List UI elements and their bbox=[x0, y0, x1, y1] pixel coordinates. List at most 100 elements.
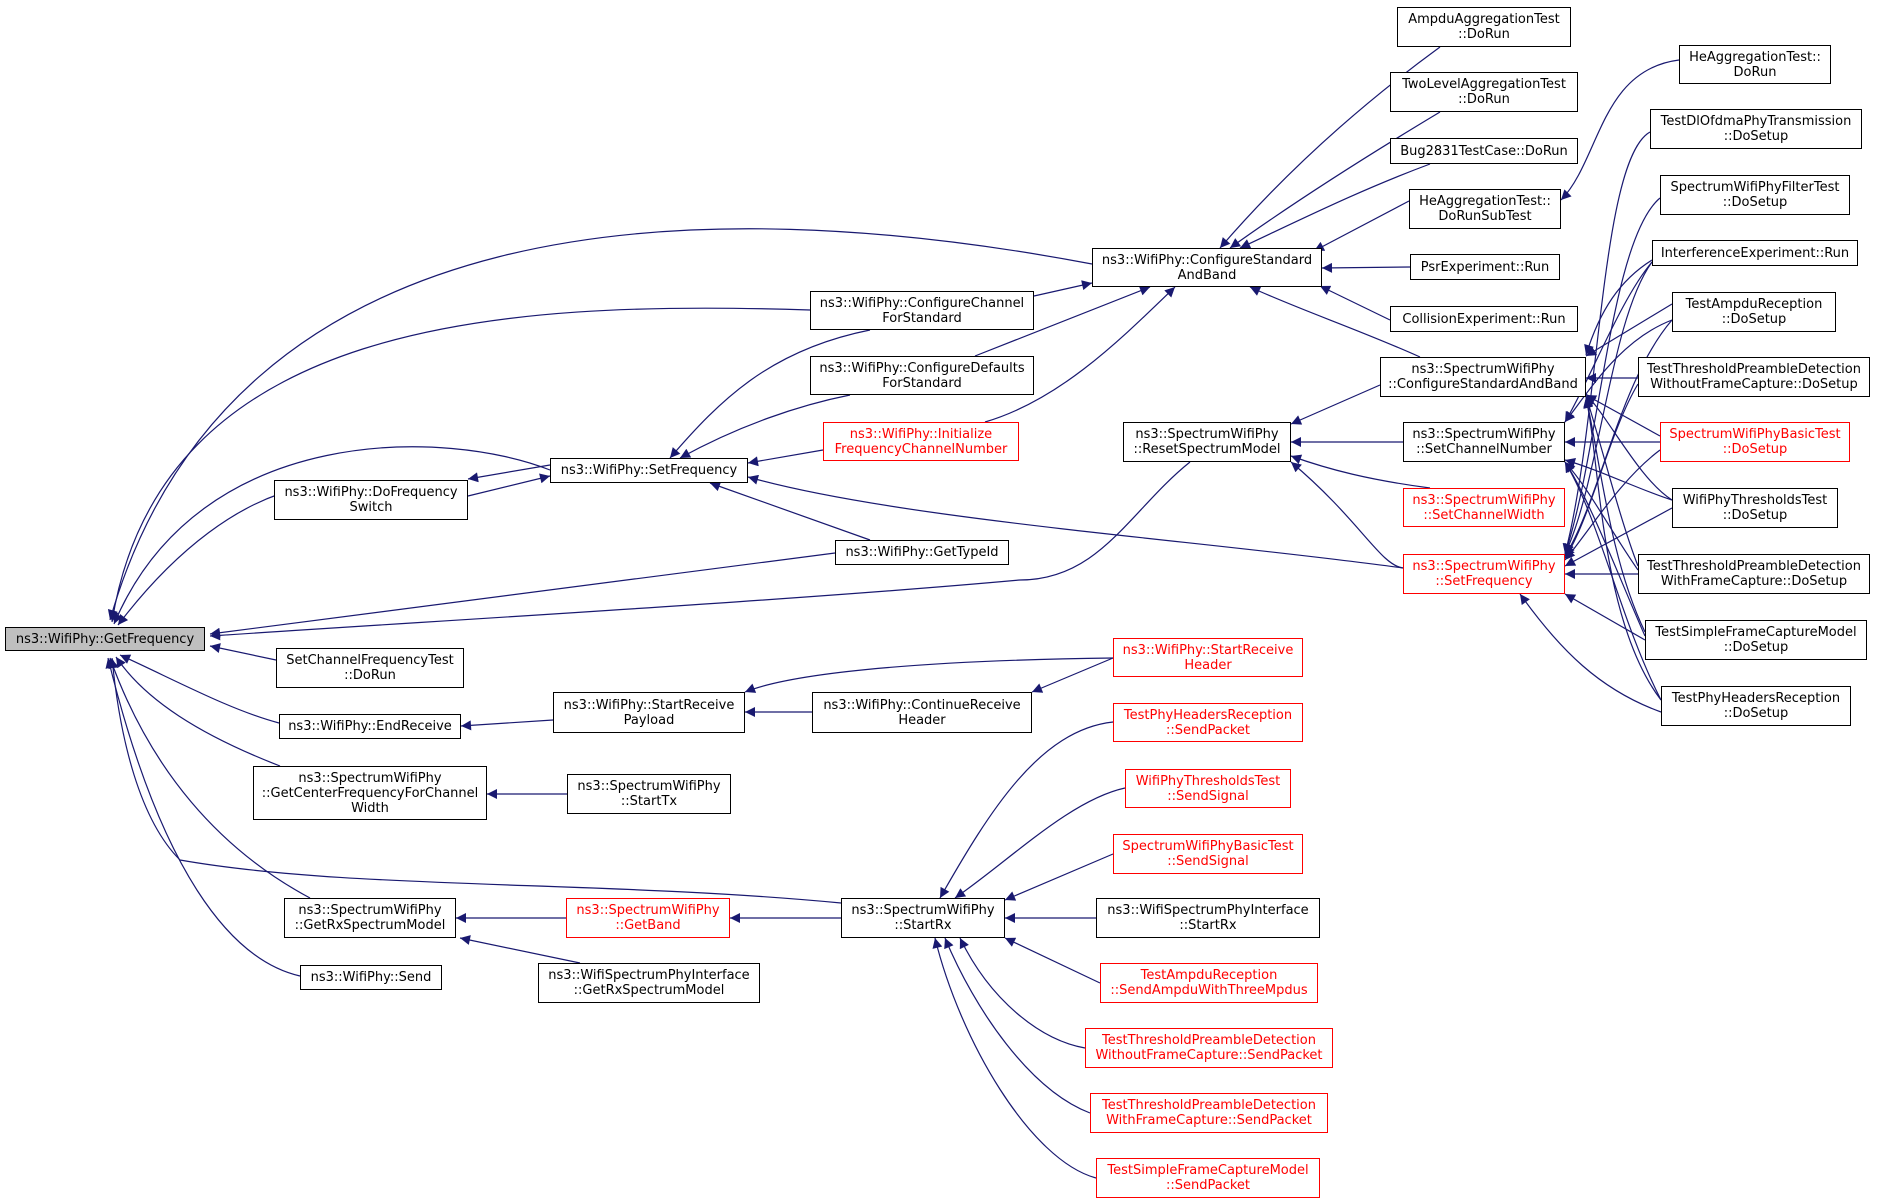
node-thresh[interactable]: WifiPhyThresholdsTest ::DoSetup bbox=[1672, 488, 1838, 528]
e-reset-getfreq bbox=[209, 461, 1191, 641]
e-filter-ssetfreq bbox=[1563, 197, 1661, 555]
node-send[interactable]: ns3::WifiPhy::Send bbox=[300, 965, 442, 990]
node-gettype[interactable]: ns3::WifiPhy::GetTypeId bbox=[835, 540, 1009, 565]
e-starthdr-contrx bbox=[1031, 657, 1114, 693]
node-getrxsm[interactable]: ns3::SpectrumWifiPhy ::GetRxSpectrumMode… bbox=[284, 898, 456, 938]
e-phyhdr-ssetfreq bbox=[1519, 593, 1662, 713]
e-setfreq-dofreq bbox=[467, 464, 551, 483]
node-ssetfreq[interactable]: ns3::SpectrumWifiPhy ::SetFrequency bbox=[1403, 554, 1565, 594]
e-startpl-endrx bbox=[460, 719, 554, 731]
node-filter[interactable]: SpectrumWifiPhyFilterTest ::DoSetup bbox=[1660, 175, 1850, 215]
e-cfgstd-getfreq bbox=[107, 228, 1093, 621]
e-starthdr-startpl bbox=[744, 657, 1114, 693]
e-phyhdr-scfgstd bbox=[1583, 397, 1662, 701]
node-thrwsend[interactable]: TestThresholdPreambleDetection WithFrame… bbox=[1090, 1093, 1328, 1133]
e-basic-scfgstd bbox=[1585, 394, 1661, 437]
e-coll-cfgstd bbox=[1319, 285, 1391, 321]
e-herun-hesub bbox=[1560, 59, 1680, 201]
e-ssetwidth-reset bbox=[1290, 454, 1431, 489]
node-ampdu[interactable]: AmpduAggregationTest ::DoRun bbox=[1397, 7, 1571, 47]
node-getcenter[interactable]: ns3::SpectrumWifiPhy ::GetCenterFrequenc… bbox=[253, 766, 487, 820]
e-simple-scfgstd bbox=[1583, 396, 1646, 633]
node-twolevel[interactable]: TwoLevelAggregationTest ::DoRun bbox=[1390, 72, 1578, 112]
e-simple-ssetchan bbox=[1564, 461, 1646, 637]
node-interf[interactable]: InterferenceExperiment::Run bbox=[1652, 240, 1858, 266]
e-initfreq-setfreq bbox=[747, 449, 824, 467]
node-hdrsend[interactable]: TestPhyHeadersReception ::SendPacket bbox=[1113, 703, 1303, 742]
e-simplesend-startrx bbox=[932, 937, 1097, 1179]
e-scfgstd-cfgstd bbox=[1249, 286, 1421, 358]
node-setfreq[interactable]: ns3::WifiPhy::SetFrequency bbox=[550, 458, 748, 483]
node-phyhdr[interactable]: TestPhyHeadersReception ::DoSetup bbox=[1661, 686, 1851, 726]
e-thresh-scfgstd bbox=[1585, 393, 1673, 501]
node-ifrxsm[interactable]: ns3::WifiSpectrumPhyInterface ::GetRxSpe… bbox=[538, 963, 760, 1003]
node-cfgstd[interactable]: ns3::WifiPhy::ConfigureStandard AndBand bbox=[1092, 248, 1322, 287]
node-thrsig[interactable]: WifiPhyThresholdsTest ::SendSignal bbox=[1125, 769, 1291, 808]
e-getrxsm-getfreq bbox=[108, 657, 311, 899]
e-interf-ssetchan bbox=[1564, 261, 1653, 423]
node-initfreq[interactable]: ns3::WifiPhy::Initialize FrequencyChanne… bbox=[823, 422, 1019, 461]
e-ampdusend-startrx bbox=[1004, 937, 1101, 984]
node-getband[interactable]: ns3::SpectrumWifiPhy ::GetBand bbox=[566, 898, 730, 938]
e-setchanfreq-getfreq bbox=[209, 643, 277, 661]
e-ampdurx-ssetfreq bbox=[1564, 319, 1673, 557]
node-psr[interactable]: PsrExperiment::Run bbox=[1410, 254, 1560, 280]
node-dlofdma[interactable]: TestDlOfdmaPhyTransmission ::DoSetup bbox=[1650, 109, 1862, 149]
node-reset[interactable]: ns3::SpectrumWifiPhy ::ResetSpectrumMode… bbox=[1123, 422, 1291, 462]
node-bug[interactable]: Bug2831TestCase::DoRun bbox=[1390, 138, 1578, 164]
node-ampdurx[interactable]: TestAmpduReception ::DoSetup bbox=[1672, 292, 1836, 332]
e-twolevel-cfgstd bbox=[1229, 111, 1441, 249]
node-startpl[interactable]: ns3::WifiPhy::StartReceive Payload bbox=[553, 692, 745, 733]
node-coll[interactable]: CollisionExperiment::Run bbox=[1390, 306, 1578, 332]
node-startrx[interactable]: ns3::SpectrumWifiPhy ::StartRx bbox=[841, 898, 1005, 938]
e-phyhdr-ssetchan bbox=[1564, 461, 1662, 701]
node-starthdr[interactable]: ns3::WifiPhy::StartReceive Header bbox=[1113, 638, 1303, 677]
node-thrwosend[interactable]: TestThresholdPreambleDetection WithoutFr… bbox=[1085, 1028, 1333, 1068]
e-thrsig-startrx bbox=[954, 787, 1126, 899]
node-scfgstd[interactable]: ns3::SpectrumWifiPhy ::ConfigureStandard… bbox=[1380, 357, 1586, 397]
node-dofreq[interactable]: ns3::WifiPhy::DoFrequency Switch bbox=[274, 480, 468, 520]
e-cfgchan-cfgstd bbox=[1033, 280, 1093, 297]
e-interf-ssetfreq bbox=[1564, 261, 1653, 555]
e-endrx-getfreq bbox=[119, 654, 280, 724]
e-cfgdef-cfgstd bbox=[974, 286, 1151, 357]
e-ssetfreq-reset bbox=[1290, 461, 1404, 569]
node-cfgdef[interactable]: ns3::WifiPhy::ConfigureDefaults ForStand… bbox=[810, 356, 1034, 395]
e-hesub-cfgstd bbox=[1313, 200, 1410, 252]
e-send-getfreq bbox=[105, 657, 301, 977]
node-endrx[interactable]: ns3::WifiPhy::EndReceive bbox=[279, 714, 461, 739]
node-ifstartrx[interactable]: ns3::WifiSpectrumPhyInterface ::StartRx bbox=[1096, 898, 1320, 938]
e-psr-cfgstd bbox=[1321, 262, 1411, 273]
node-ssetchan[interactable]: ns3::SpectrumWifiPhy ::SetChannelNumber bbox=[1403, 422, 1565, 462]
node-basic[interactable]: SpectrumWifiPhyBasicTest ::DoSetup bbox=[1660, 422, 1850, 462]
e-hdrsend-startrx bbox=[939, 721, 1114, 899]
e-ssetfreq-setfreq bbox=[747, 474, 1404, 569]
e-cfgchan-setfreq bbox=[669, 329, 871, 459]
node-thrwo[interactable]: TestThresholdPreambleDetection WithoutFr… bbox=[1638, 357, 1870, 397]
e-setfreq-getfreq bbox=[113, 446, 551, 625]
node-simple[interactable]: TestSimpleFrameCaptureModel ::DoSetup bbox=[1645, 620, 1867, 660]
node-basicsig[interactable]: SpectrumWifiPhyBasicTest ::SendSignal bbox=[1113, 834, 1303, 874]
e-thresh-ssetfreq bbox=[1564, 507, 1673, 567]
node-thrw[interactable]: TestThresholdPreambleDetection WithFrame… bbox=[1638, 554, 1870, 594]
e-interf-scfgstd bbox=[1584, 259, 1653, 356]
node-cfgchan[interactable]: ns3::WifiPhy::ConfigureChannel ForStanda… bbox=[810, 291, 1034, 330]
e-ampdurx-ssetchan bbox=[1564, 319, 1673, 423]
node-contrx[interactable]: ns3::WifiPhy::ContinueReceive Header bbox=[812, 692, 1032, 733]
node-hesub[interactable]: HeAggregationTest:: DoRunSubTest bbox=[1409, 189, 1561, 229]
e-thrw-scfgstd bbox=[1584, 395, 1639, 567]
e-basic-ssetfreq bbox=[1564, 449, 1661, 561]
node-simplesend[interactable]: TestSimpleFrameCaptureModel ::SendPacket bbox=[1096, 1158, 1320, 1198]
e-initfreq-cfgstd bbox=[984, 286, 1176, 423]
node-ssetwidth[interactable]: ns3::SpectrumWifiPhy ::SetChannelWidth bbox=[1403, 488, 1565, 527]
e-ampdurx-scfgstd bbox=[1585, 303, 1673, 357]
e-thrwsend-startrx bbox=[944, 937, 1091, 1114]
node-setchanfreq[interactable]: SetChannelFrequencyTest ::DoRun bbox=[276, 648, 464, 688]
node-herun[interactable]: HeAggregationTest:: DoRun bbox=[1679, 45, 1831, 84]
e-thrwosend-startrx bbox=[959, 937, 1086, 1049]
node-starttx[interactable]: ns3::SpectrumWifiPhy ::StartTx bbox=[567, 774, 731, 814]
e-thresh-ssetchan bbox=[1564, 457, 1673, 501]
node-ampdusend[interactable]: TestAmpduReception ::SendAmpduWithThreeM… bbox=[1100, 963, 1318, 1003]
